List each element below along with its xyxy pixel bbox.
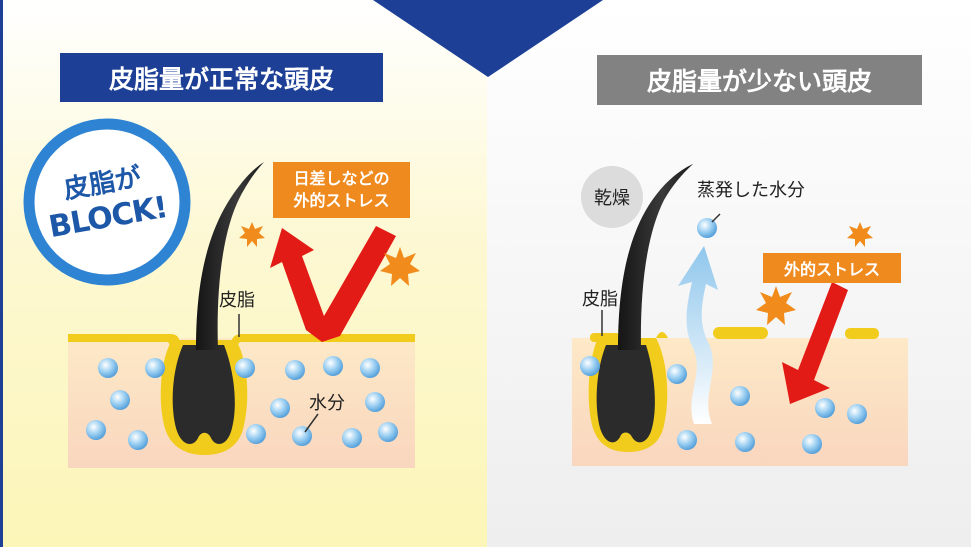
right-sebum-label: 皮脂 [582, 289, 618, 310]
water-drop [802, 434, 822, 454]
right-stress-box: 外的ストレス [763, 253, 901, 283]
water-drop [292, 426, 312, 446]
water-drop [730, 386, 750, 406]
water-drop [145, 358, 165, 378]
left-sebum-layer [68, 334, 415, 358]
evaporating-drop [697, 218, 717, 238]
water-drop [285, 360, 305, 380]
right-stress-label: 外的ストレス [783, 260, 880, 279]
water-drop [847, 404, 867, 424]
water-drop [235, 358, 255, 378]
evaporation-arrow [678, 246, 718, 424]
left-border-line [0, 0, 3, 547]
left-water-drops [86, 356, 398, 450]
water-drop [667, 364, 687, 384]
left-sebum-label: 皮脂 [219, 290, 255, 311]
left-title: 皮脂量が正常な頭皮 [108, 64, 334, 94]
left-hair-shaft [196, 162, 264, 350]
evaporated-water-label: 蒸発した水分 [697, 180, 805, 201]
left-water-pointer [304, 413, 319, 433]
water-drop [98, 358, 118, 378]
water-drop [323, 356, 343, 376]
water-drop [815, 398, 835, 418]
right-sebum-patch [845, 328, 879, 339]
right-sebum-patch [713, 327, 768, 339]
water-drop [246, 424, 266, 444]
right-hair-shaft [618, 164, 693, 350]
right-red-stress-arrow [782, 282, 848, 404]
right-title-box: 皮脂量が少ない頭皮 [597, 55, 922, 105]
left-stress-line2: 外的ストレス [293, 191, 390, 210]
left-red-bounce-arrow [270, 226, 396, 342]
block-badge-circle [23, 118, 191, 286]
water-drop [735, 432, 755, 452]
water-drop [128, 430, 148, 450]
dry-label: 乾燥 [594, 188, 630, 209]
water-drop [365, 392, 385, 412]
right-burst-small [847, 222, 873, 247]
left-burst-small [239, 222, 265, 247]
water-drop [360, 358, 380, 378]
left-water-label: 水分 [309, 393, 345, 414]
right-sebum-follicle-cap [600, 332, 668, 338]
water-drop [110, 390, 130, 410]
water-drop [677, 430, 697, 450]
right-burst-large [756, 286, 796, 325]
right-hair-bulb [596, 345, 655, 443]
water-drop [270, 398, 290, 418]
right-title: 皮脂量が少ない頭皮 [646, 67, 872, 96]
water-drop [378, 422, 398, 442]
water-drop [86, 420, 106, 440]
left-stress-line1: 日差しなどの [293, 169, 390, 188]
dry-badge-circle [581, 166, 643, 228]
left-stress-box: 日差しなどの 外的ストレス [273, 162, 410, 218]
water-drop [580, 356, 600, 376]
water-drop [342, 428, 362, 448]
left-hair-bulb [172, 345, 235, 444]
right-water-drops [580, 218, 867, 454]
left-burst-large [380, 247, 420, 286]
right-evap-pointer [711, 213, 721, 223]
top-chevron [373, 0, 603, 77]
left-title-box: 皮脂量が正常な頭皮 [60, 53, 383, 102]
